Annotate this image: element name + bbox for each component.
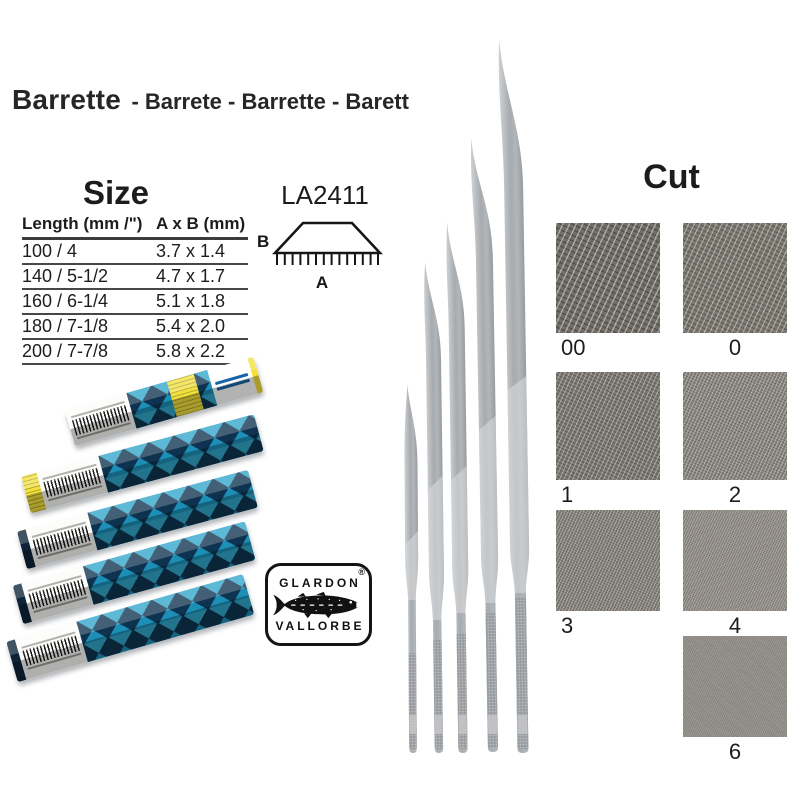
size-table-row: 180 / 7-1/8 5.4 x 2.0	[22, 315, 248, 340]
size-table-row: 140 / 5-1/2 4.7 x 1.7	[22, 265, 248, 290]
cut-swatch-cell: 00	[556, 223, 660, 360]
trapezoid-profile-icon	[272, 221, 383, 255]
box-barcode-label	[36, 455, 109, 510]
cut-swatch-cell: 0	[683, 223, 787, 360]
cut-swatch-label: 1	[561, 482, 574, 507]
box-barcode-label	[64, 393, 137, 447]
size-table-header-length: Length (mm /")	[22, 214, 143, 233]
size-table-header-row: Length (mm /") A x B (mm)	[22, 213, 248, 240]
file-illustration-1	[404, 385, 419, 754]
axb-value: 5.1 x 1.8	[156, 291, 226, 311]
box-brand-end-label	[207, 356, 264, 406]
length-value: 160 / 6-1/4	[22, 291, 109, 311]
axb-value: 3.7 x 1.4	[156, 241, 226, 261]
axb-value: 5.8 x 2.2	[156, 341, 226, 361]
size-table-header-axb: A x B (mm)	[156, 214, 246, 233]
file-illustration-5	[498, 40, 530, 754]
profile-diagram: B A	[257, 221, 383, 292]
file-illustration-2	[424, 262, 444, 754]
cut-row: 00 0	[556, 223, 787, 360]
length-value: 200 / 7-7/8	[22, 341, 109, 361]
cut-swatch-00	[556, 223, 660, 333]
cut-swatch-label: 4	[728, 613, 742, 638]
cut-swatch-cell: 4	[683, 510, 787, 638]
axb-value: 5.4 x 2.0	[156, 316, 226, 336]
page-title-main: Barrette	[12, 84, 121, 115]
cut-row: 3 4	[556, 510, 787, 638]
size-section-title: Size	[82, 174, 150, 211]
cut-swatch-label: 3	[561, 613, 574, 638]
cut-swatch-label: 00	[561, 335, 586, 360]
cut-swatch-3	[556, 510, 660, 611]
cut-swatch-4	[683, 510, 787, 611]
fish-icon	[272, 591, 363, 618]
profile-code: LA2411	[281, 180, 369, 210]
file-illustration-3	[446, 222, 469, 754]
cut-swatch-cell: 2	[683, 372, 787, 507]
cut-swatch-cell: 1	[556, 372, 660, 507]
cut-swatch-0	[683, 223, 787, 333]
cut-swatch-label: 2	[728, 482, 742, 507]
length-value: 140 / 5-1/2	[22, 266, 109, 286]
cut-row-spacer	[556, 636, 660, 764]
size-table-row: 200 / 7-7/8 5.8 x 2.2	[22, 340, 248, 365]
file-illustration-4	[470, 138, 499, 753]
profile-height-label: B	[257, 232, 269, 251]
page-title: Barrette - Barrete - Barrette - Barett	[12, 84, 409, 116]
cut-swatch-label: 6	[728, 739, 742, 764]
length-value: 100 / 4	[22, 241, 78, 261]
cut-row: 6	[556, 636, 787, 764]
box-barcode-label	[25, 512, 98, 568]
length-value: 180 / 7-1/8	[22, 316, 109, 336]
cut-section: Cut 00 0 1 2 3	[556, 158, 787, 768]
registered-mark: ®	[358, 567, 365, 577]
cut-section-title: Cut	[643, 158, 700, 196]
size-table-row: 160 / 6-1/4 5.1 x 1.8	[22, 290, 248, 315]
brand-logo: ® GLARDON VALLORBE	[265, 563, 372, 646]
file-teeth-ticks	[276, 253, 379, 265]
size-table: Length (mm /") A x B (mm) 100 / 4 3.7 x …	[22, 213, 248, 365]
cut-row: 1 2	[556, 372, 787, 507]
size-table-row: 100 / 4 3.7 x 1.4	[22, 240, 248, 265]
cut-swatch-cell: 6	[683, 636, 787, 764]
product-boxes-photo	[0, 352, 272, 717]
page-title-translations: - Barrete - Barrette - Barett	[131, 89, 409, 114]
cut-swatch-2	[683, 372, 787, 480]
logo-text-top: GLARDON	[279, 575, 361, 590]
logo-text-bottom: VALLORBE	[275, 618, 365, 633]
box-barcode-label	[14, 621, 88, 680]
profile-width-label: A	[316, 273, 328, 292]
cut-swatch-cell: 3	[556, 510, 660, 638]
files-photo	[404, 40, 530, 754]
cut-swatch-label: 0	[728, 335, 742, 360]
cut-swatch-6	[683, 636, 787, 737]
box-barcode-label	[21, 566, 94, 622]
axb-value: 4.7 x 1.7	[156, 266, 226, 286]
cut-swatch-1	[556, 372, 660, 480]
